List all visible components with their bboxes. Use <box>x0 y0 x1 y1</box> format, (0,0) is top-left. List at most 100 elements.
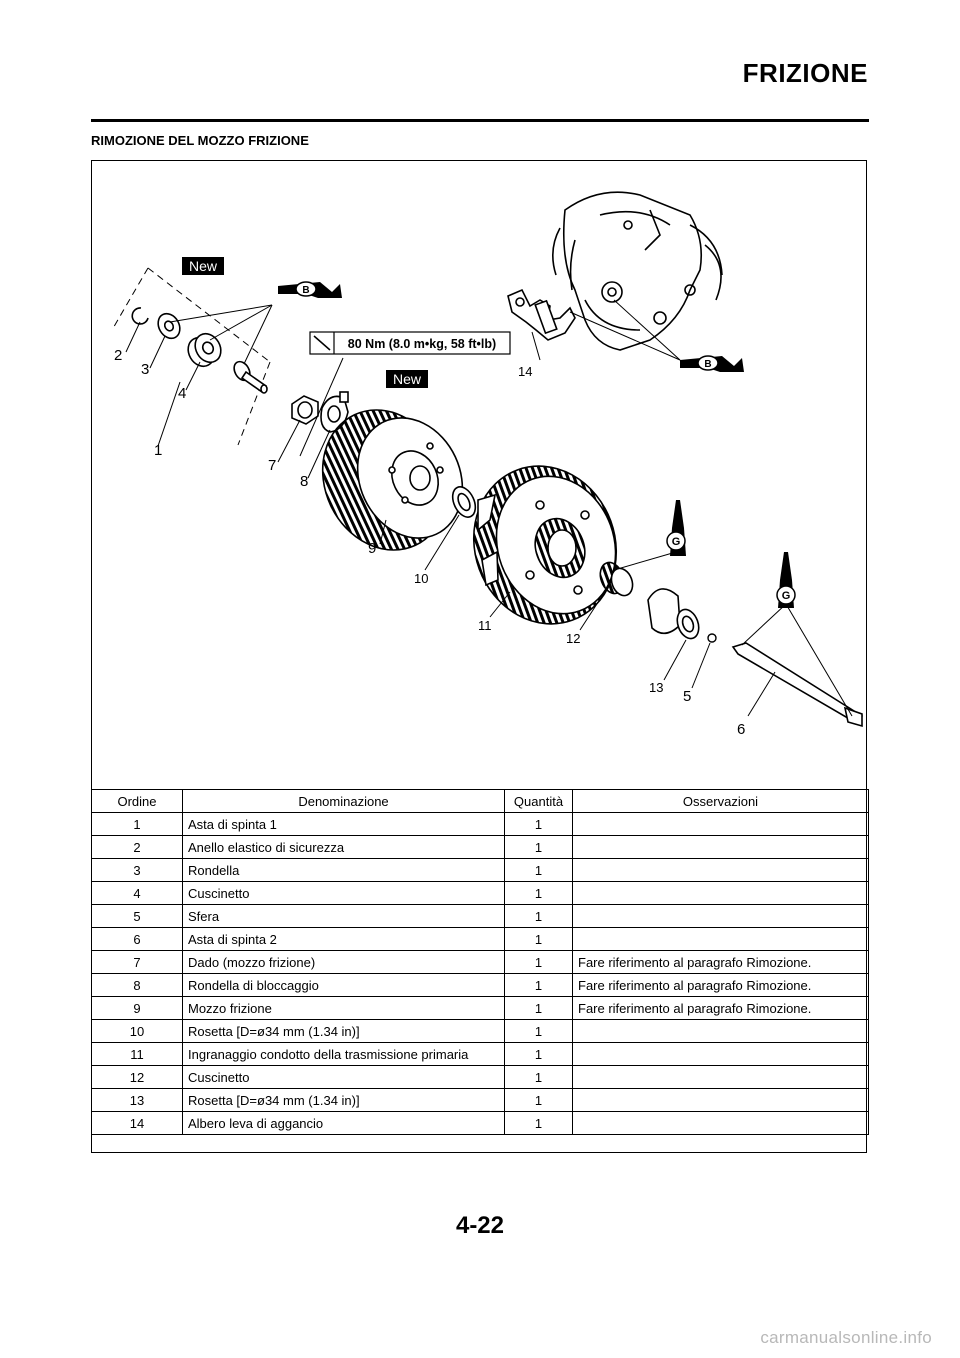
section-title: RIMOZIONE DEL MOZZO FRIZIONE <box>91 133 309 148</box>
torque-wrench-icon <box>313 335 331 351</box>
row-notes: Fare riferimento al paragrafo Rimozione. <box>572 996 869 1020</box>
row-order: 7 <box>91 950 183 974</box>
row-qty: 1 <box>504 812 573 836</box>
row-notes: Fare riferimento al paragrafo Rimozione. <box>572 973 869 997</box>
row-qty: 1 <box>504 1088 573 1112</box>
b-mark-label: B <box>704 359 711 370</box>
g-mark-label: G <box>672 536 681 548</box>
row-order: 5 <box>91 904 183 928</box>
exploded-parts-diagram: B B G G New New 80 Nm (8.0 m•kg, 58 ft•l… <box>111 191 864 738</box>
row-notes: Fare riferimento al paragrafo Rimozione. <box>572 950 869 974</box>
row-order: 10 <box>91 1019 183 1043</box>
row-notes <box>572 858 869 882</box>
chapter-title: FRIZIONE <box>742 58 868 88</box>
grease-g-marker-1: G <box>666 500 686 556</box>
row-name: Ingranaggio condotto della trasmissione … <box>182 1042 505 1066</box>
row-name: Anello elastico di sicurezza <box>182 835 505 859</box>
row-notes <box>572 1088 869 1112</box>
spacer-washer <box>647 588 700 640</box>
push-rod-1 <box>233 360 268 394</box>
callout-7: 7 <box>268 457 276 474</box>
page-number: 4-22 <box>455 1212 505 1239</box>
callout-numbers: 1 2 3 4 5 6 7 8 9 10 11 12 13 14 <box>114 347 745 738</box>
torque-value: 80 Nm (8.0 m•kg, 58 ft•lb) <box>348 337 496 351</box>
clutch-boss <box>321 409 464 551</box>
row-notes <box>572 927 869 951</box>
push-lever-shaft <box>507 288 576 341</box>
row-qty: 1 <box>504 835 573 859</box>
leader-lines <box>125 299 853 717</box>
row-name: Asta di spinta 2 <box>182 927 505 951</box>
row-order: 4 <box>91 881 183 905</box>
row-order: 1 <box>91 812 183 836</box>
row-notes <box>572 812 869 836</box>
primary-driven-gear <box>472 465 618 625</box>
row-order: 6 <box>91 927 183 951</box>
row-order: 3 <box>91 858 183 882</box>
new-badge-top: New <box>182 257 224 275</box>
callout-13: 13 <box>649 680 663 695</box>
callout-4: 4 <box>178 385 186 402</box>
row-order: 2 <box>91 835 183 859</box>
figure-frame <box>91 160 867 1153</box>
callout-9: 9 <box>368 540 376 557</box>
row-name: Rondella <box>182 858 505 882</box>
header-rule <box>91 119 869 122</box>
row-qty: 1 <box>504 950 573 974</box>
row-name: Cuscinetto <box>182 881 505 905</box>
row-name: Sfera <box>182 904 505 928</box>
circlip <box>131 307 149 325</box>
hub-nut <box>291 395 319 425</box>
row-name: Rosetta [D=ø34 mm (1.34 in)] <box>182 1088 505 1112</box>
row-name: Rondella di bloccaggio <box>182 973 505 997</box>
row-notes <box>572 1111 869 1135</box>
row-notes <box>572 904 869 928</box>
row-order: 14 <box>91 1111 183 1135</box>
callout-10: 10 <box>414 571 428 586</box>
row-notes <box>572 1042 869 1066</box>
watermark: carmanualsonline.info <box>760 1328 932 1347</box>
callout-12: 12 <box>566 631 580 646</box>
washer <box>157 312 181 340</box>
torque-spec-box: 80 Nm (8.0 m•kg, 58 ft•lb) <box>309 331 511 355</box>
callout-3: 3 <box>141 361 149 378</box>
callout-14: 14 <box>518 364 532 379</box>
row-qty: 1 <box>504 996 573 1020</box>
row-name: Cuscinetto <box>182 1065 505 1089</box>
crankcase-housing <box>552 191 723 351</box>
row-qty: 1 <box>504 858 573 882</box>
row-notes <box>572 835 869 859</box>
row-notes <box>572 1065 869 1089</box>
parts-table: Ordine Denominazione Quantità Osservazio… <box>91 789 869 1135</box>
header-notes: Osservazioni <box>572 789 869 813</box>
row-qty: 1 <box>504 973 573 997</box>
new-badge-label: New <box>393 371 422 387</box>
row-order: 11 <box>91 1042 183 1066</box>
header-name: Denominazione <box>182 789 505 813</box>
row-name: Albero leva di aggancio <box>182 1111 505 1135</box>
row-qty: 1 <box>504 904 573 928</box>
header-qty: Quantità <box>504 789 573 813</box>
oil-b-marker-top: B <box>278 281 342 298</box>
new-badge-middle: New <box>386 370 428 388</box>
callout-6: 6 <box>737 721 745 738</box>
callout-8: 8 <box>300 473 308 490</box>
callout-5: 5 <box>683 688 691 705</box>
header-order: Ordine <box>91 789 183 813</box>
row-notes <box>572 881 869 905</box>
ball <box>707 633 717 643</box>
row-order: 13 <box>91 1088 183 1112</box>
grease-g-marker-2: G <box>776 552 796 608</box>
